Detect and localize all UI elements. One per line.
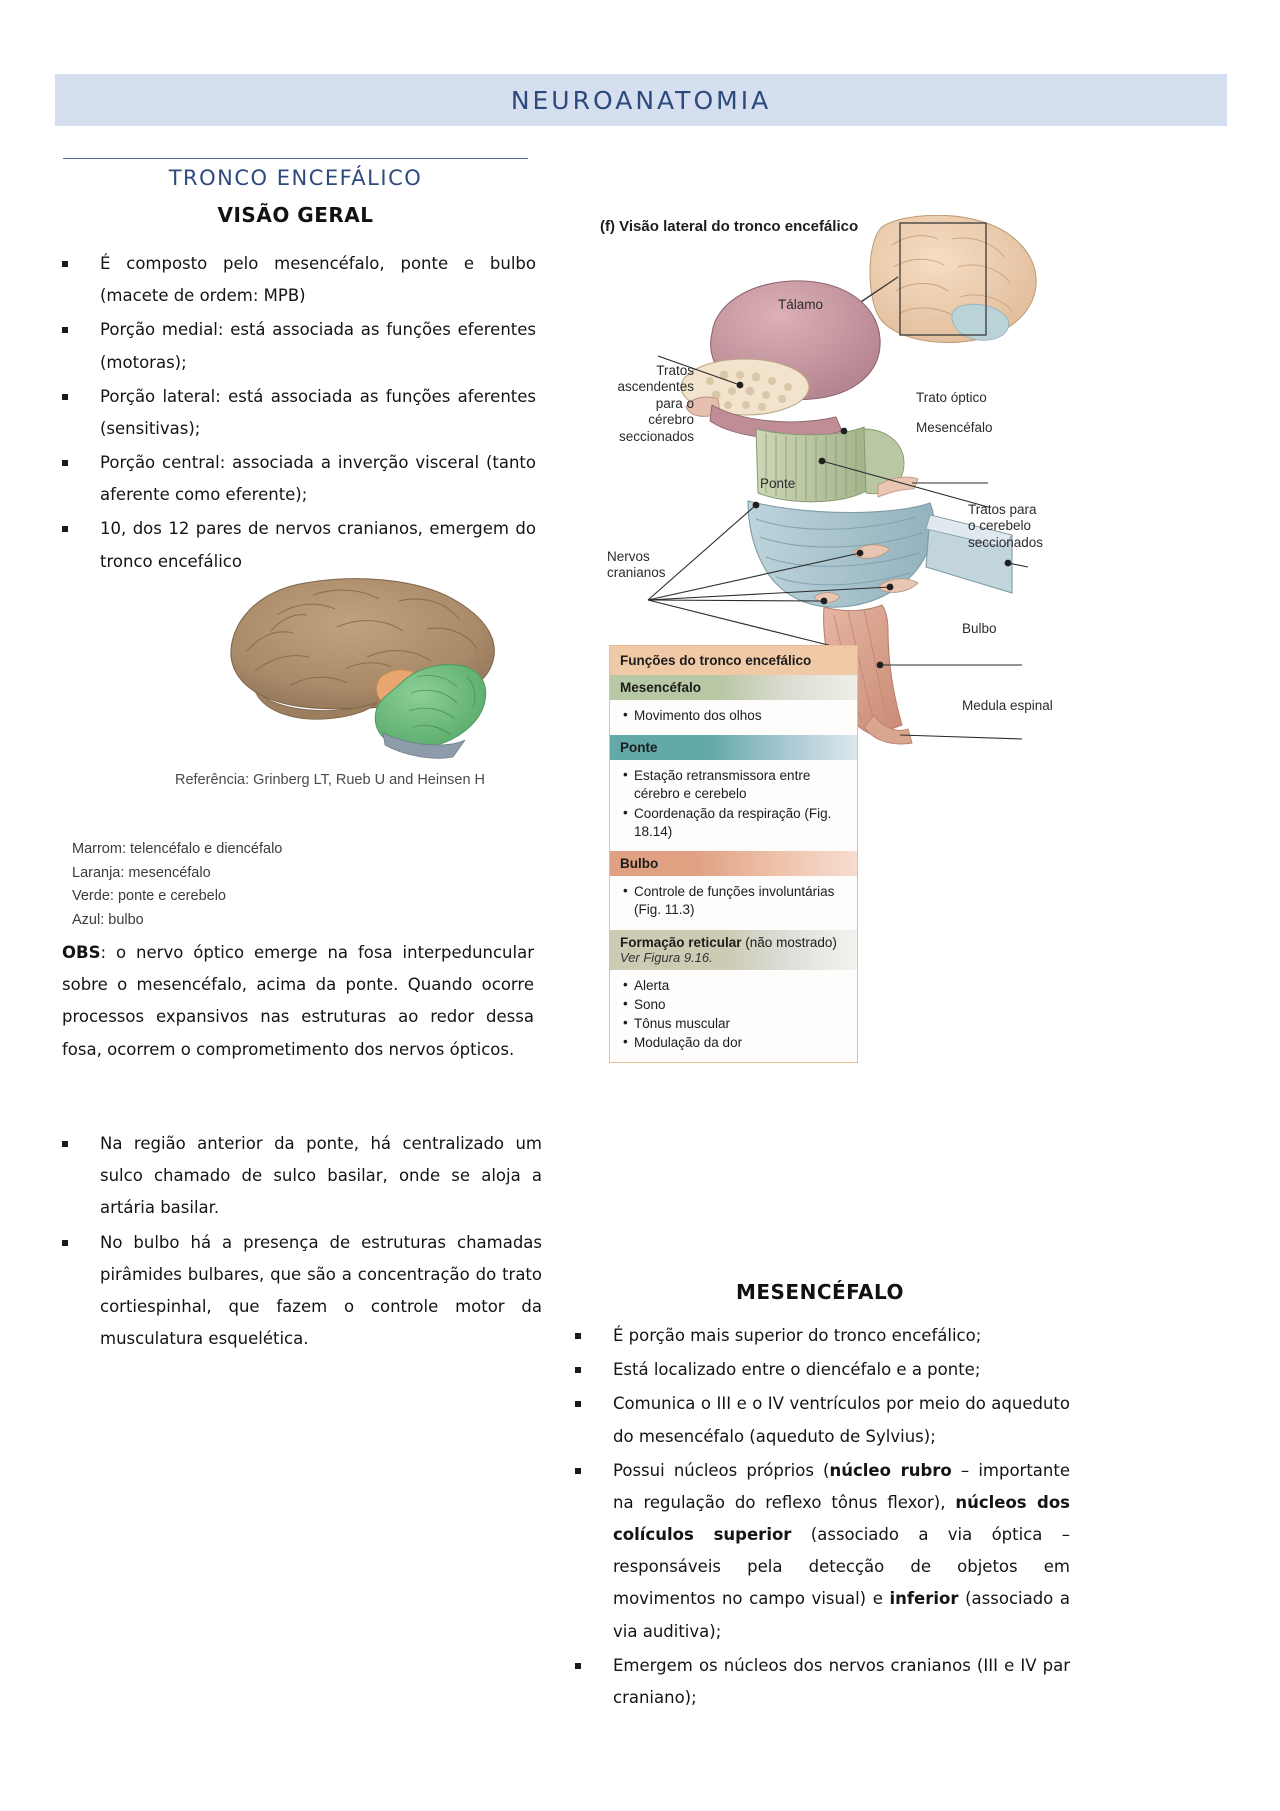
brain-sagittal-figure	[185, 565, 545, 765]
list-item: Estação retransmissora entre cérebro e c…	[623, 766, 847, 803]
functions-section-list: Controle de funções involuntárias (Fig. …	[610, 876, 857, 929]
functions-box-title: Funções do tronco encefálico	[610, 646, 857, 675]
page-title: NEUROANATOMIA	[510, 85, 772, 115]
mesencefalo-title: MESENCÉFALO	[735, 1280, 905, 1304]
obs-label: OBS	[62, 943, 101, 962]
figure-label-trato-optico: Trato óptico	[916, 390, 987, 405]
mesencefalo-bullet-list: É porção mais superior do tronco encefál…	[565, 1320, 1070, 1714]
list-item: Está localizado entre o diencéfalo e a p…	[565, 1354, 1070, 1386]
figure-label-mesencefalo: Mesencéfalo	[916, 420, 993, 435]
figure-reference-caption: Referência: Grinberg LT, Rueb U and Hein…	[174, 772, 486, 788]
list-item: Possui núcleos próprios (núcleo rubro – …	[565, 1455, 1070, 1648]
obs-paragraph: OBS: o nervo óptico emerge na fosa inter…	[62, 937, 534, 1066]
list-item: Na região anterior da ponte, há centrali…	[56, 1128, 542, 1225]
left-lower-bullets: Na região anterior da ponte, há centrali…	[56, 1128, 542, 1357]
figure-label-bulbo: Bulbo	[962, 621, 997, 636]
list-item: Movimento dos olhos	[623, 706, 847, 725]
list-item: 10, dos 12 pares de nervos cranianos, em…	[56, 513, 536, 577]
figure-label-tratos-cerebelo: Tratos para o cerebelo seccionados	[968, 502, 1044, 550]
list-item: Controle de funções involuntárias (Fig. …	[623, 882, 847, 919]
brainstem-functions-box: Funções do tronco encefálico Mesencéfalo…	[609, 645, 858, 1064]
section-title: TRONCO ENCEFÁLICO	[168, 166, 423, 190]
list-item: Tônus muscular	[623, 1014, 847, 1033]
list-item: Comunica o III e o IV ventrículos por me…	[565, 1388, 1070, 1452]
list-item: É composto pelo mesencéfalo, ponte e bul…	[56, 248, 536, 312]
figure-label-medula-espinal: Medula espinal	[962, 698, 1053, 713]
figure-label-talamo: Tálamo	[778, 297, 824, 312]
brainstem-lateral-figure	[560, 215, 1100, 745]
list-item: Coordenação da respiração (Fig. 18.14)	[623, 804, 847, 841]
list-item: Alerta	[623, 976, 847, 995]
overview-bullet-list: É composto pelo mesencéfalo, ponte e bul…	[56, 248, 536, 578]
section-rule	[63, 158, 528, 159]
obs-note: OBS: o nervo óptico emerge na fosa inter…	[62, 937, 534, 1066]
page-header-band: NEUROANATOMIA	[55, 74, 1227, 126]
functions-section-heading-ref: Ver Figura 9.16.	[620, 949, 713, 965]
functions-section-heading: Bulbo	[610, 851, 857, 877]
obs-text: : o nervo óptico emerge na fosa interped…	[62, 943, 534, 1059]
list-item: No bulbo há a presença de estruturas cha…	[56, 1227, 542, 1356]
brainstem-figure-title: (f) Visão lateral do tronco encefálico	[600, 218, 859, 235]
legend-line: Verde: ponte e cerebelo	[72, 888, 226, 905]
functions-section-heading-bold: Formação reticular	[620, 934, 742, 950]
functions-section-heading: Mesencéfalo	[610, 675, 857, 700]
legend-line: Laranja: mesencéfalo	[72, 864, 211, 881]
legend-line: Marrom: telencéfalo e diencéfalo	[72, 841, 283, 857]
functions-section-list: Movimento dos olhos	[610, 700, 857, 735]
figure-label-nervos-cranianos: Nervos cranianos	[607, 549, 666, 581]
subsection-title: VISÃO GERAL	[217, 203, 374, 227]
list-item: Porção central: associada a inverção vis…	[56, 447, 536, 511]
list-item: Sono	[623, 995, 847, 1014]
list-item: Porção medial: está associada as funções…	[56, 314, 536, 378]
functions-section-list: Estação retransmissora entre cérebro e c…	[610, 760, 857, 851]
left-column-overview: É composto pelo mesencéfalo, ponte e bul…	[56, 248, 536, 580]
functions-section-list: AlertaSonoTônus muscularModulação da dor	[610, 970, 857, 1063]
list-item: Porção lateral: está associada as funçõe…	[56, 381, 536, 445]
functions-box-sections: MesencéfaloMovimento dos olhosPonteEstaç…	[610, 675, 857, 1062]
left-lower-bullet-list: Na região anterior da ponte, há centrali…	[56, 1128, 542, 1355]
list-item: É porção mais superior do tronco encefál…	[565, 1320, 1070, 1352]
mesencefalo-content: É porção mais superior do tronco encefál…	[565, 1320, 1070, 1716]
figure-label-ponte: Ponte	[760, 476, 796, 491]
legend-line: Azul: bulbo	[72, 911, 144, 928]
list-item: Modulação da dor	[623, 1033, 847, 1052]
figure-label-tratos-ascendentes: Tratos ascendentes para o cérebro seccio…	[617, 363, 694, 444]
functions-section-heading: Formação reticular (não mostrado) Ver Fig…	[610, 929, 857, 970]
functions-section-heading-note: (não mostrado)	[741, 934, 837, 950]
list-item: Emergem os núcleos dos nervos cranianos …	[565, 1650, 1070, 1714]
functions-section-heading: Ponte	[610, 735, 857, 761]
